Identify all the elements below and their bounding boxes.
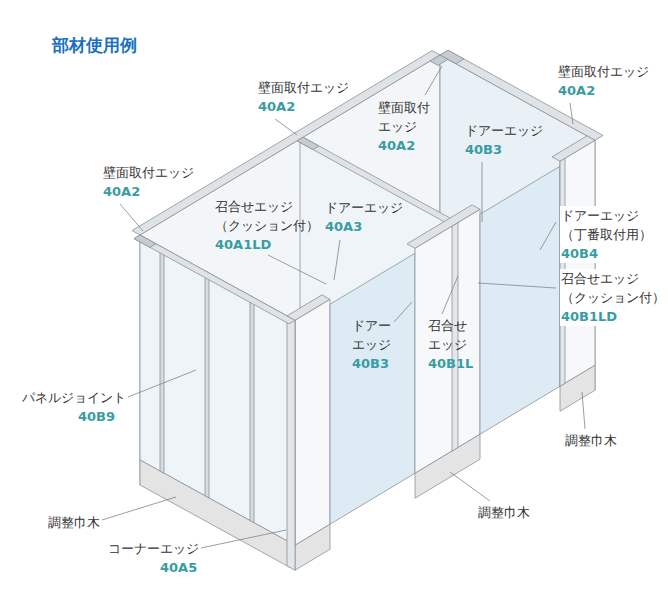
- part-name: 調整巾木: [478, 503, 530, 522]
- part-code: 40B4: [560, 244, 599, 263]
- panel-joint: [250, 296, 254, 523]
- wall-top: [134, 235, 295, 324]
- part-code: 40A2: [103, 182, 140, 201]
- part-code: 40B3: [352, 354, 389, 373]
- part-name: 調整巾木: [565, 431, 617, 450]
- leader-lines: [102, 66, 585, 548]
- leader-line: [482, 162, 483, 222]
- leader-line: [394, 302, 412, 322]
- part-name: ドアーエッジ （丁番取付用）: [560, 206, 653, 244]
- part-code: 40A1LD: [215, 235, 271, 254]
- wall-top: [297, 137, 458, 226]
- part-name: 壁面取付 エッジ: [378, 98, 430, 136]
- part-name: 召合せエッジ （クッション付）: [215, 197, 319, 235]
- part-name: コーナーエッジ: [108, 539, 199, 558]
- part-code: 40A2: [378, 136, 415, 155]
- part-name: 壁面取付エッジ: [258, 78, 349, 97]
- part-code: 40B1LD: [560, 307, 618, 326]
- meeting-edge: [452, 222, 458, 451]
- figure-title: 部材使用例: [52, 34, 137, 56]
- panels: [132, 50, 603, 570]
- wall-top: [440, 50, 603, 140]
- pilaster-top: [287, 295, 330, 320]
- part-name: ドアーエッジ: [465, 121, 543, 140]
- leader-line: [120, 204, 143, 231]
- leader-line: [334, 240, 340, 280]
- corner-edge: [287, 316, 295, 570]
- pilaster-top: [407, 205, 480, 248]
- door-panel: [330, 253, 415, 524]
- leader-line: [425, 66, 442, 95]
- part-code: 40B9: [78, 407, 115, 426]
- leader-line: [442, 276, 458, 314]
- pilaster: [295, 299, 330, 545]
- pilaster-top: [552, 136, 595, 161]
- part-name: 召合せエッジ （クッション付）: [560, 269, 666, 307]
- part-code: 40A2: [558, 81, 595, 100]
- part-name: ドアーエッジ: [325, 198, 403, 217]
- leader-line: [268, 255, 326, 284]
- part-name: ドアー エッジ: [352, 316, 391, 354]
- door-panel: [480, 166, 560, 434]
- part-code: 40A2: [258, 97, 295, 116]
- wall-fitting: [297, 137, 319, 149]
- part-name: パネルジョイント: [22, 388, 126, 407]
- part-name: 召合せ エッジ: [428, 316, 467, 354]
- part-code: 40A5: [160, 558, 197, 577]
- pilaster: [415, 209, 480, 473]
- wall-fitting: [134, 235, 156, 247]
- baseboard: [295, 524, 330, 570]
- part-code: 40B3: [465, 140, 502, 159]
- part-name: 調整巾木: [48, 513, 100, 532]
- leader-line: [582, 392, 585, 429]
- leader-line: [128, 370, 196, 397]
- leader-line: [570, 103, 573, 124]
- part-code: 40B1L: [428, 354, 473, 373]
- panel-joint: [205, 271, 209, 498]
- leader-line: [450, 472, 490, 501]
- leader-line: [102, 497, 176, 520]
- baseboard: [415, 434, 480, 498]
- part-name: 壁面取付エッジ: [103, 163, 194, 182]
- leader-line: [201, 530, 286, 548]
- leader-line: [540, 222, 556, 250]
- leader-line: [478, 283, 556, 288]
- part-code: 40A3: [325, 217, 362, 236]
- leader-line: [275, 119, 297, 135]
- wall-top: [132, 51, 440, 235]
- pilaster: [560, 140, 595, 386]
- part-name: 壁面取付エッジ: [558, 62, 649, 81]
- wall-fitting: [430, 55, 448, 65]
- panel-joint: [160, 246, 164, 473]
